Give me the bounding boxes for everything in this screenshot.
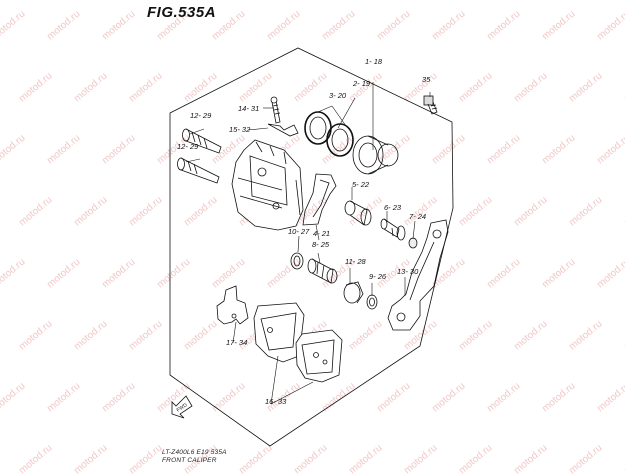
assembly-outline [169,47,454,447]
callout-35: 35 [422,75,431,84]
callout-10: 10- 27 [288,227,310,236]
washer [290,252,304,270]
callout-5: 5- 22 [352,180,370,189]
callout-17: 17- 34 [226,338,247,347]
model-code: LT-Z400L6 E19 535A [162,449,227,456]
callout-4: 4- 21 [313,229,330,238]
fwd-label: FWD [176,402,189,414]
leader-lines [185,82,431,405]
callout-15: 15- 32 [229,125,251,134]
figure-caption: FRONT CALIPER [162,457,217,464]
callout-6: 6- 23 [384,203,402,212]
callout-7: 7- 24 [409,212,426,221]
figure-title: FIG.535A [147,4,217,21]
callout-14: 14- 31 [238,104,259,113]
caliper-pin [380,218,406,241]
pad-bracket [216,285,249,325]
bleeder-cap [267,123,299,137]
o-ring [366,294,378,310]
caliper-body [231,139,304,231]
sleeve-guide [344,200,372,226]
slide-pin-boot [307,258,338,284]
caliper-holder [387,219,449,331]
caliper-piston [352,135,399,175]
callout-8: 8- 25 [312,240,330,249]
rubber-boot [343,281,364,304]
bleeder-valve [270,96,281,124]
callout-12a: 12- 29 [190,111,212,120]
caliper-bolt [423,95,438,115]
brake-pad-outer [295,329,343,383]
slide-pin-lower [177,157,220,184]
washer-small [408,237,418,249]
fwd-arrow-icon [171,395,193,419]
pad-spring [302,173,337,226]
callout-2: 2- 19 [352,79,371,88]
callout-13: 13- 30 [397,267,419,276]
callout-11: 11- 28 [345,257,367,266]
callout-3: 3- 20 [329,91,347,100]
callout-16: 16- 33 [265,397,287,406]
slide-pin-upper [182,128,222,154]
callout-labels: 1- 18 2- 19 3- 20 35 14- 31 15- 32 12- 2… [177,57,431,406]
callout-1: 1- 18 [365,57,383,66]
callout-9: 9- 26 [369,272,387,281]
callout-12b: 12- 29 [177,142,199,151]
